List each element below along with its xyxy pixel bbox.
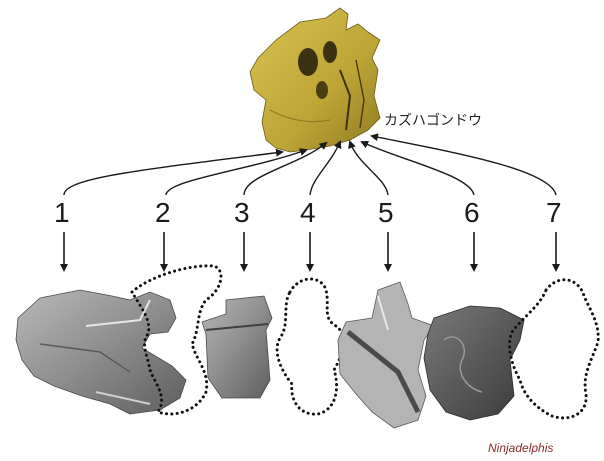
vertebra-5-fossil: [338, 282, 434, 428]
arrow-1-to-skull: [64, 152, 282, 195]
vertebra-6-fossil: [424, 306, 524, 420]
vertebra-7-outline: [510, 280, 599, 418]
arrow-2-to-skull: [166, 150, 306, 195]
skull-vertebra-complex: [250, 8, 380, 152]
specimen-label: カズハゴンドウ: [384, 112, 482, 129]
arrow-7-to-skull: [372, 136, 556, 195]
vertebra-number-2: 2: [155, 197, 171, 228]
vertebra-number-7: 7: [546, 197, 562, 228]
down-arrows: [64, 232, 556, 270]
fossil-vertebrae-row: [16, 266, 598, 428]
vertebra-number-4: 4: [300, 197, 316, 228]
vertebra-number-1: 1: [54, 197, 70, 228]
arrow-4-to-skull: [310, 142, 340, 195]
genus-label: Ninjadelphis: [488, 441, 553, 455]
vertebra-4-outline: [277, 279, 344, 414]
vertebra-number-6: 6: [464, 197, 480, 228]
vertebra-numbers: 1 2 3 4 5 6 7: [54, 197, 562, 228]
vertebra-number-3: 3: [234, 197, 250, 228]
vertebra-number-5: 5: [378, 197, 394, 228]
vertebra-3-fossil: [202, 296, 272, 398]
arrow-6-to-skull: [362, 142, 474, 195]
